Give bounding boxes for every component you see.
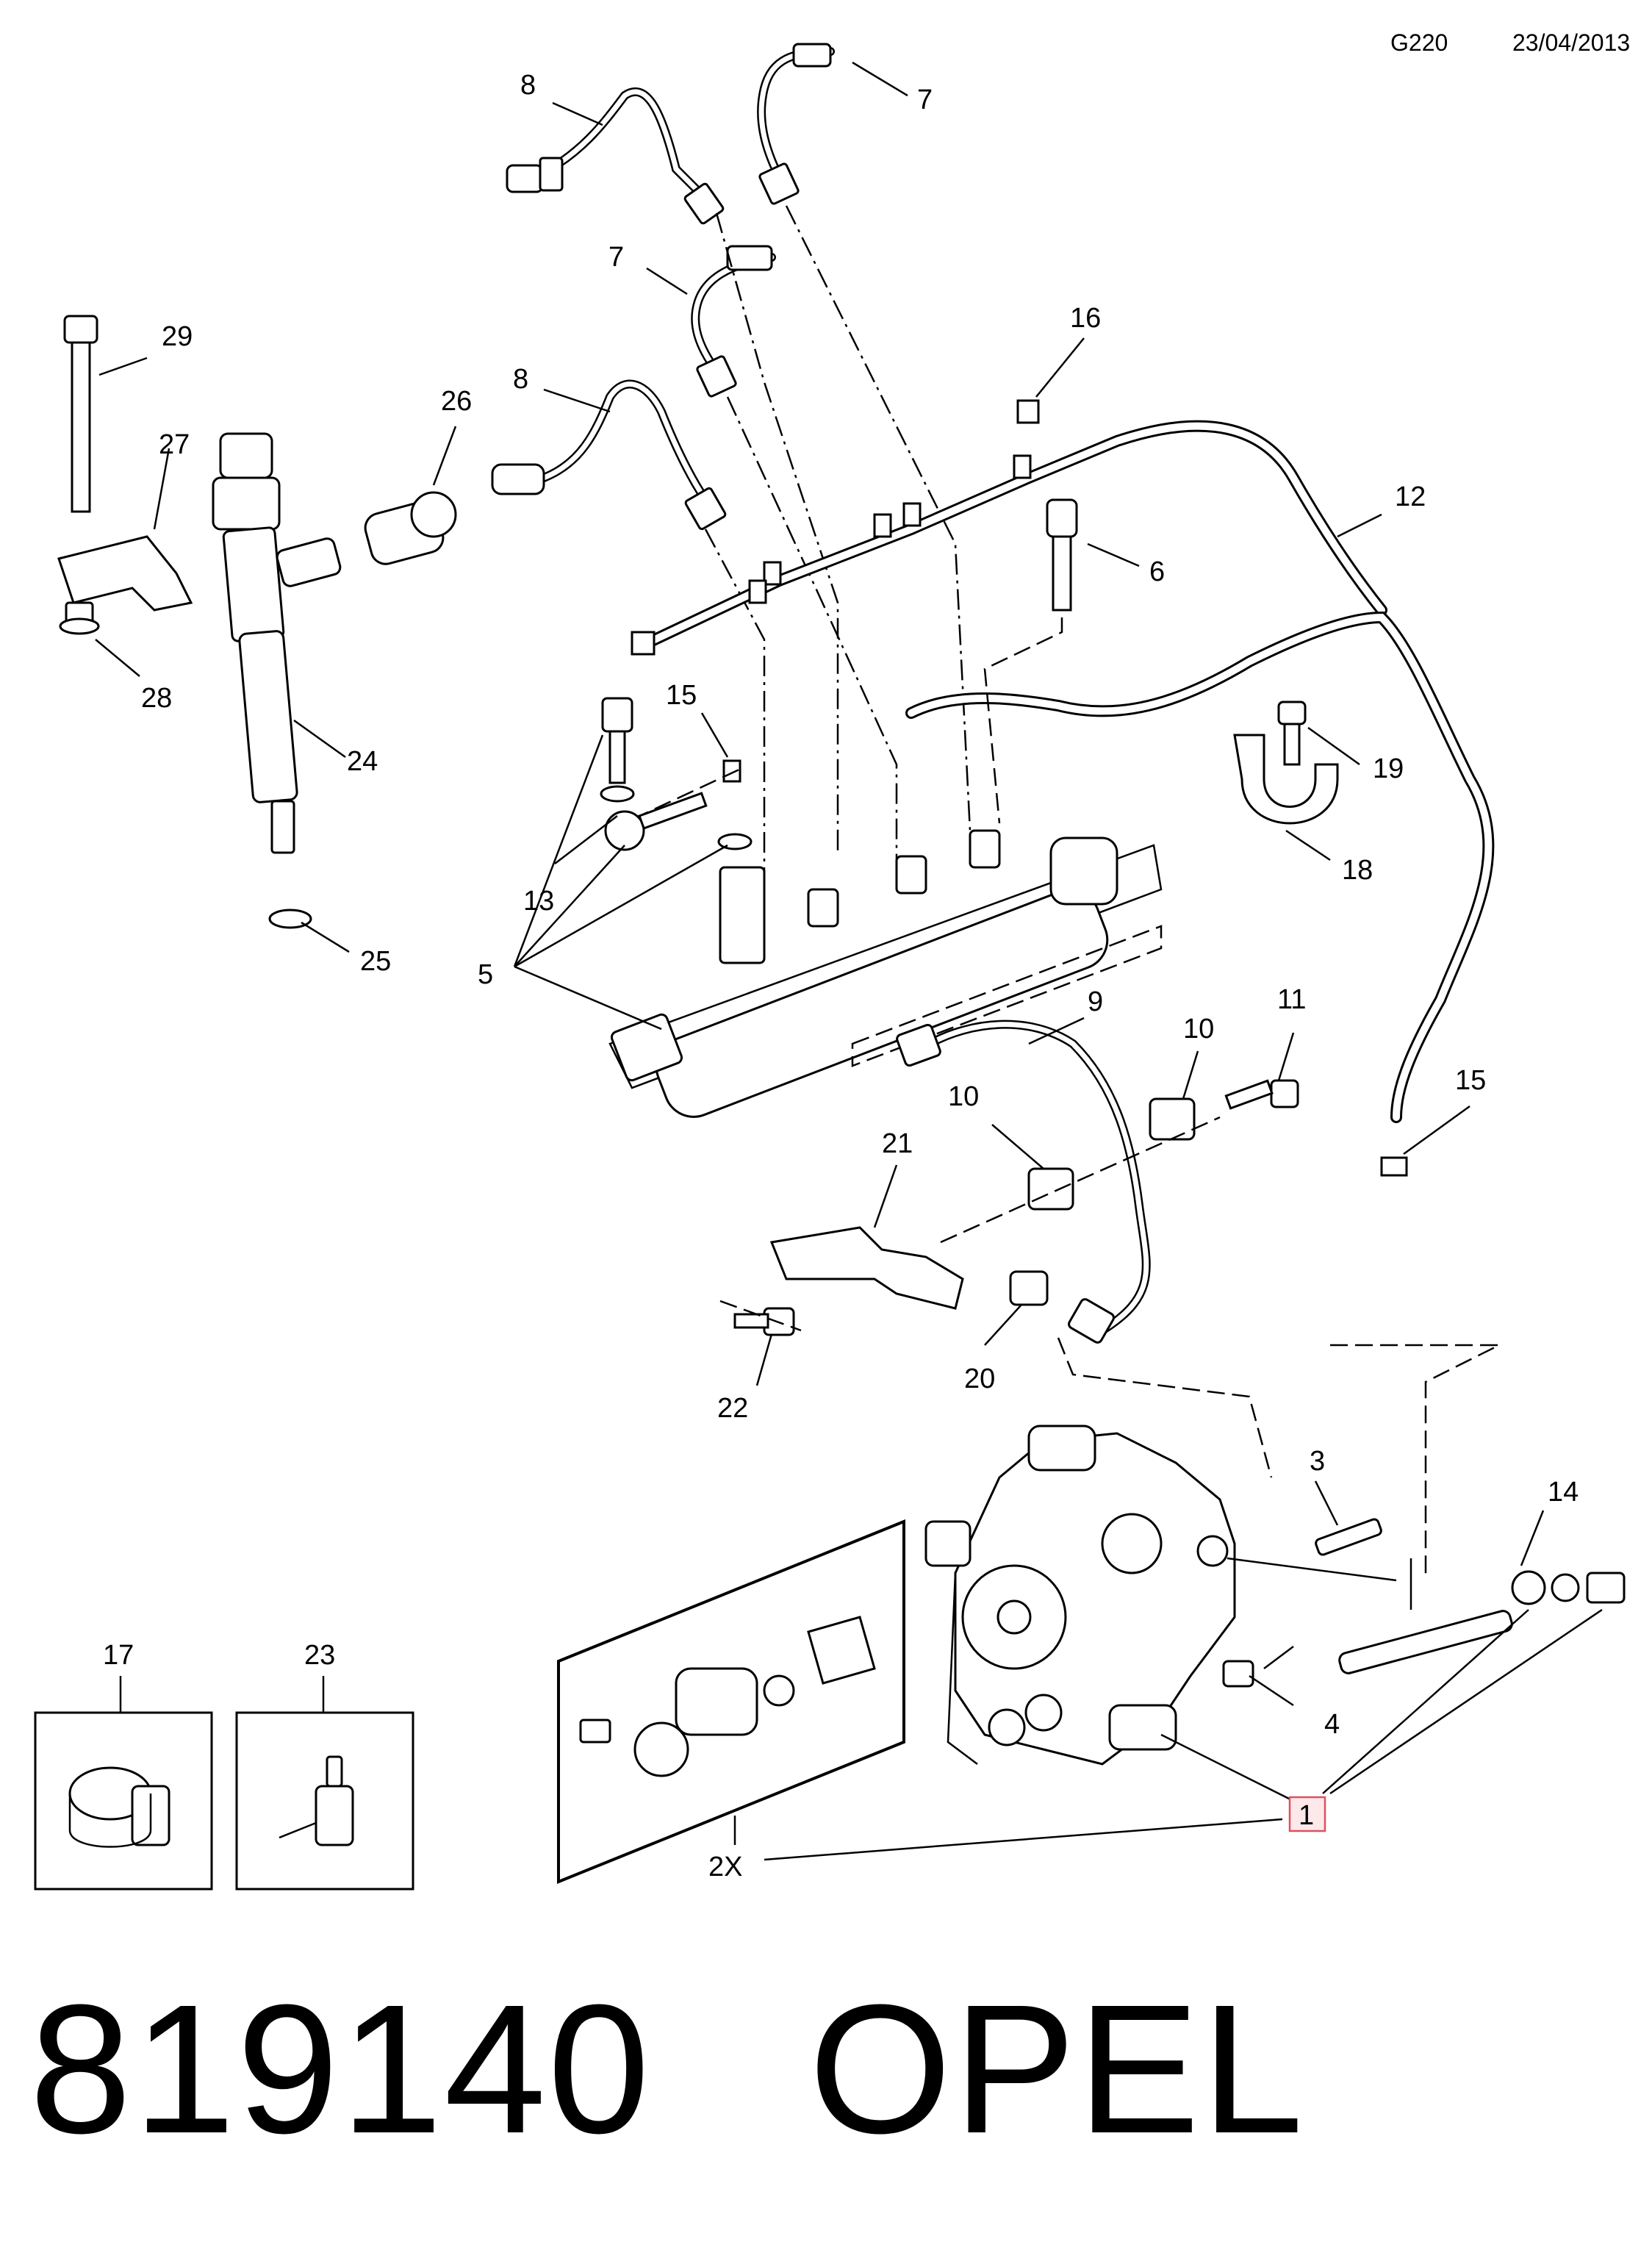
pipe-7-middle [691, 245, 776, 398]
callout-10-left[interactable]: 10 [948, 1081, 979, 1112]
bolt-19 [1277, 700, 1307, 766]
callout-8-middle[interactable]: 8 [513, 364, 528, 395]
stud-3 [1315, 1518, 1382, 1556]
callout-5[interactable]: 5 [478, 959, 493, 990]
nut-28 [59, 601, 100, 635]
callout-11[interactable]: 11 [1277, 984, 1306, 1015]
bolt-6 [1046, 498, 1078, 612]
fuel-pump [924, 1425, 1236, 1766]
callout-8-upper[interactable]: 8 [520, 70, 536, 101]
inset-23-adhesive [235, 1711, 414, 1891]
clip-15-upper [722, 759, 741, 783]
callout-16[interactable]: 16 [1070, 303, 1101, 334]
callout-7-upper[interactable]: 7 [917, 85, 933, 115]
callout-25[interactable]: 25 [360, 946, 391, 977]
callout-labels: 8 7 7 29 16 8 26 27 12 6 28 15 24 19 18 … [103, 70, 1579, 1882]
clip-16 [1016, 399, 1040, 424]
fitting-26 [364, 491, 457, 565]
callout-19[interactable]: 19 [1373, 753, 1404, 784]
clamp-27 [57, 535, 193, 612]
pipe-7-upper [757, 43, 835, 205]
bracket-18 [1233, 734, 1339, 825]
callout-10-right[interactable]: 10 [1183, 1014, 1214, 1044]
clamp-10-right [1149, 1097, 1196, 1141]
pipe-8-upper [506, 87, 725, 225]
callout-4[interactable]: 4 [1324, 1709, 1340, 1740]
sensor-20 [1009, 1270, 1049, 1306]
nut-4 [1222, 1660, 1254, 1688]
callout-27[interactable]: 27 [159, 429, 190, 460]
callout-6[interactable]: 6 [1149, 556, 1165, 587]
banjo-13 [604, 792, 708, 851]
pipe-8-middle [491, 379, 727, 531]
callout-12[interactable]: 12 [1395, 481, 1426, 512]
callout-14[interactable]: 14 [1548, 1477, 1579, 1508]
callout-1-highlight[interactable] [1288, 1796, 1326, 1832]
callout-18[interactable]: 18 [1342, 855, 1373, 886]
callout-9[interactable]: 9 [1088, 986, 1103, 1017]
callout-20[interactable]: 20 [964, 1364, 995, 1394]
brand-name: OPEL [808, 1966, 1305, 2171]
bracket-21 [769, 1226, 964, 1310]
fuel-rail [608, 829, 1163, 1118]
injector [212, 432, 342, 854]
diagram-date: 23/04/2013 [1512, 29, 1631, 56]
part-number: 819140 [29, 1966, 652, 2171]
callout-26[interactable]: 26 [441, 386, 472, 417]
callout-24[interactable]: 24 [347, 746, 378, 777]
callout-29[interactable]: 29 [162, 321, 193, 352]
callout-15-lower[interactable]: 15 [1455, 1065, 1486, 1096]
callout-17[interactable]: 17 [103, 1640, 134, 1671]
clamp-10-left [1027, 1167, 1074, 1211]
leader-lines [95, 61, 1545, 1845]
seal-25 [268, 909, 312, 929]
callout-3[interactable]: 3 [1310, 1446, 1325, 1477]
callout-28[interactable]: 28 [141, 683, 172, 714]
callout-1[interactable]: 1 [1299, 1800, 1314, 1831]
bolt-22 [733, 1307, 795, 1336]
inset-17-clip [34, 1711, 213, 1891]
page-title: 819140 OPEL [29, 1977, 1305, 2161]
callout-2x[interactable]: 2X [708, 1852, 742, 1882]
callout-13[interactable]: 13 [523, 886, 554, 917]
callout-22[interactable]: 22 [717, 1393, 748, 1424]
callout-7-middle[interactable]: 7 [608, 242, 624, 273]
bolt-11 [1224, 1079, 1299, 1110]
callout-23[interactable]: 23 [304, 1640, 335, 1671]
bolt-29 [63, 315, 98, 513]
callout-21[interactable]: 21 [882, 1128, 913, 1159]
bolt-5 [600, 697, 635, 803]
wiring-harness [631, 420, 1495, 1177]
callout-15-upper[interactable]: 15 [666, 680, 697, 711]
return-line-14 [1338, 1570, 1626, 1674]
solenoid-valve-kit [557, 1519, 905, 1884]
diagram-code: G220 [1390, 29, 1448, 56]
pipe-9 [896, 1020, 1151, 1344]
